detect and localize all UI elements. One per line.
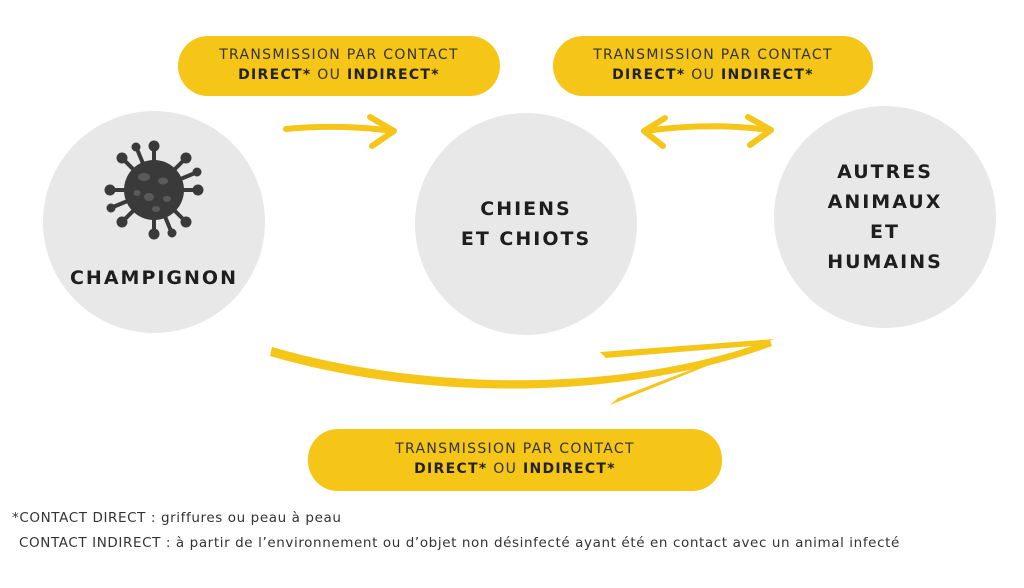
transmission-pill-dogs-others: TRANSMISSION PAR CONTACT DIRECT* OU INDI… (553, 36, 873, 96)
arrow-fungus-to-dogs (283, 114, 397, 149)
pill-title: TRANSMISSION PAR CONTACT (219, 47, 459, 63)
pill-direct: DIRECT* (238, 67, 312, 83)
fungus-spore-icon (104, 140, 204, 240)
pill-ou: OU (691, 67, 716, 83)
node-others-line1: AUTRES (837, 161, 933, 183)
pill-title: TRANSMISSION PAR CONTACT (593, 47, 833, 63)
node-dogs-line2: ET CHIOTS (460, 228, 592, 250)
pill-direct: DIRECT* (612, 67, 686, 83)
footnote-indirect-contact: CONTACT INDIRECT : à partir de l’environ… (19, 535, 900, 551)
node-other-animals-humans: AUTRES ANIMAUX ET HUMAINS (774, 106, 996, 328)
pill-ou: OU (317, 67, 342, 83)
arrow-dogs-to-others (641, 114, 774, 149)
pill-ou: OU (493, 461, 518, 477)
footnote-direct-contact: *CONTACT DIRECT : griffures ou peau à pe… (12, 510, 342, 526)
node-others-line4: HUMAINS (827, 251, 943, 273)
node-others-line3: ET (870, 221, 900, 243)
node-dogs-puppies: CHIENS ET CHIOTS (415, 113, 637, 335)
pill-title: TRANSMISSION PAR CONTACT (395, 441, 635, 457)
transmission-pill-fungus-dogs: TRANSMISSION PAR CONTACT DIRECT* OU INDI… (178, 36, 500, 96)
node-dogs-line1: CHIENS (480, 198, 572, 220)
node-others-line2: ANIMAUX (827, 191, 943, 213)
pill-indirect: INDIRECT* (522, 461, 616, 477)
pill-indirect: INDIRECT* (346, 67, 440, 83)
pill-direct: DIRECT* (414, 461, 488, 477)
node-fungus: CHAMPIGNON (43, 111, 265, 333)
node-fungus-label: CHAMPIGNON (69, 267, 238, 289)
pill-subtitle: DIRECT* OU INDIRECT* (308, 459, 722, 479)
pill-subtitle: DIRECT* OU INDIRECT* (553, 65, 873, 85)
pill-subtitle: DIRECT* OU INDIRECT* (178, 65, 500, 85)
arrow-fungus-to-others (270, 339, 774, 405)
pill-indirect: INDIRECT* (720, 67, 814, 83)
transmission-pill-fungus-others: TRANSMISSION PAR CONTACT DIRECT* OU INDI… (308, 429, 722, 491)
